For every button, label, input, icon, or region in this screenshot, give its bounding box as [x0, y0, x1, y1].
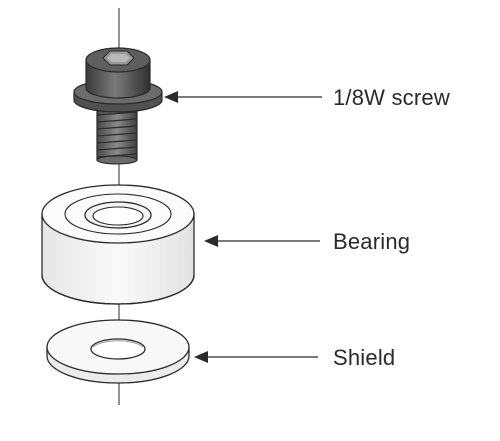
screw-label: 1/8W screw	[333, 85, 450, 110]
bearing-icon	[41, 184, 195, 305]
screw-icon	[73, 47, 163, 165]
callout-shield: Shield	[194, 345, 395, 370]
shield-label: Shield	[333, 345, 395, 370]
callout-bearing: Bearing	[204, 229, 410, 254]
shield-icon	[46, 319, 190, 384]
bearing-label: Bearing	[333, 229, 410, 254]
callout-screw: 1/8W screw	[164, 85, 450, 110]
